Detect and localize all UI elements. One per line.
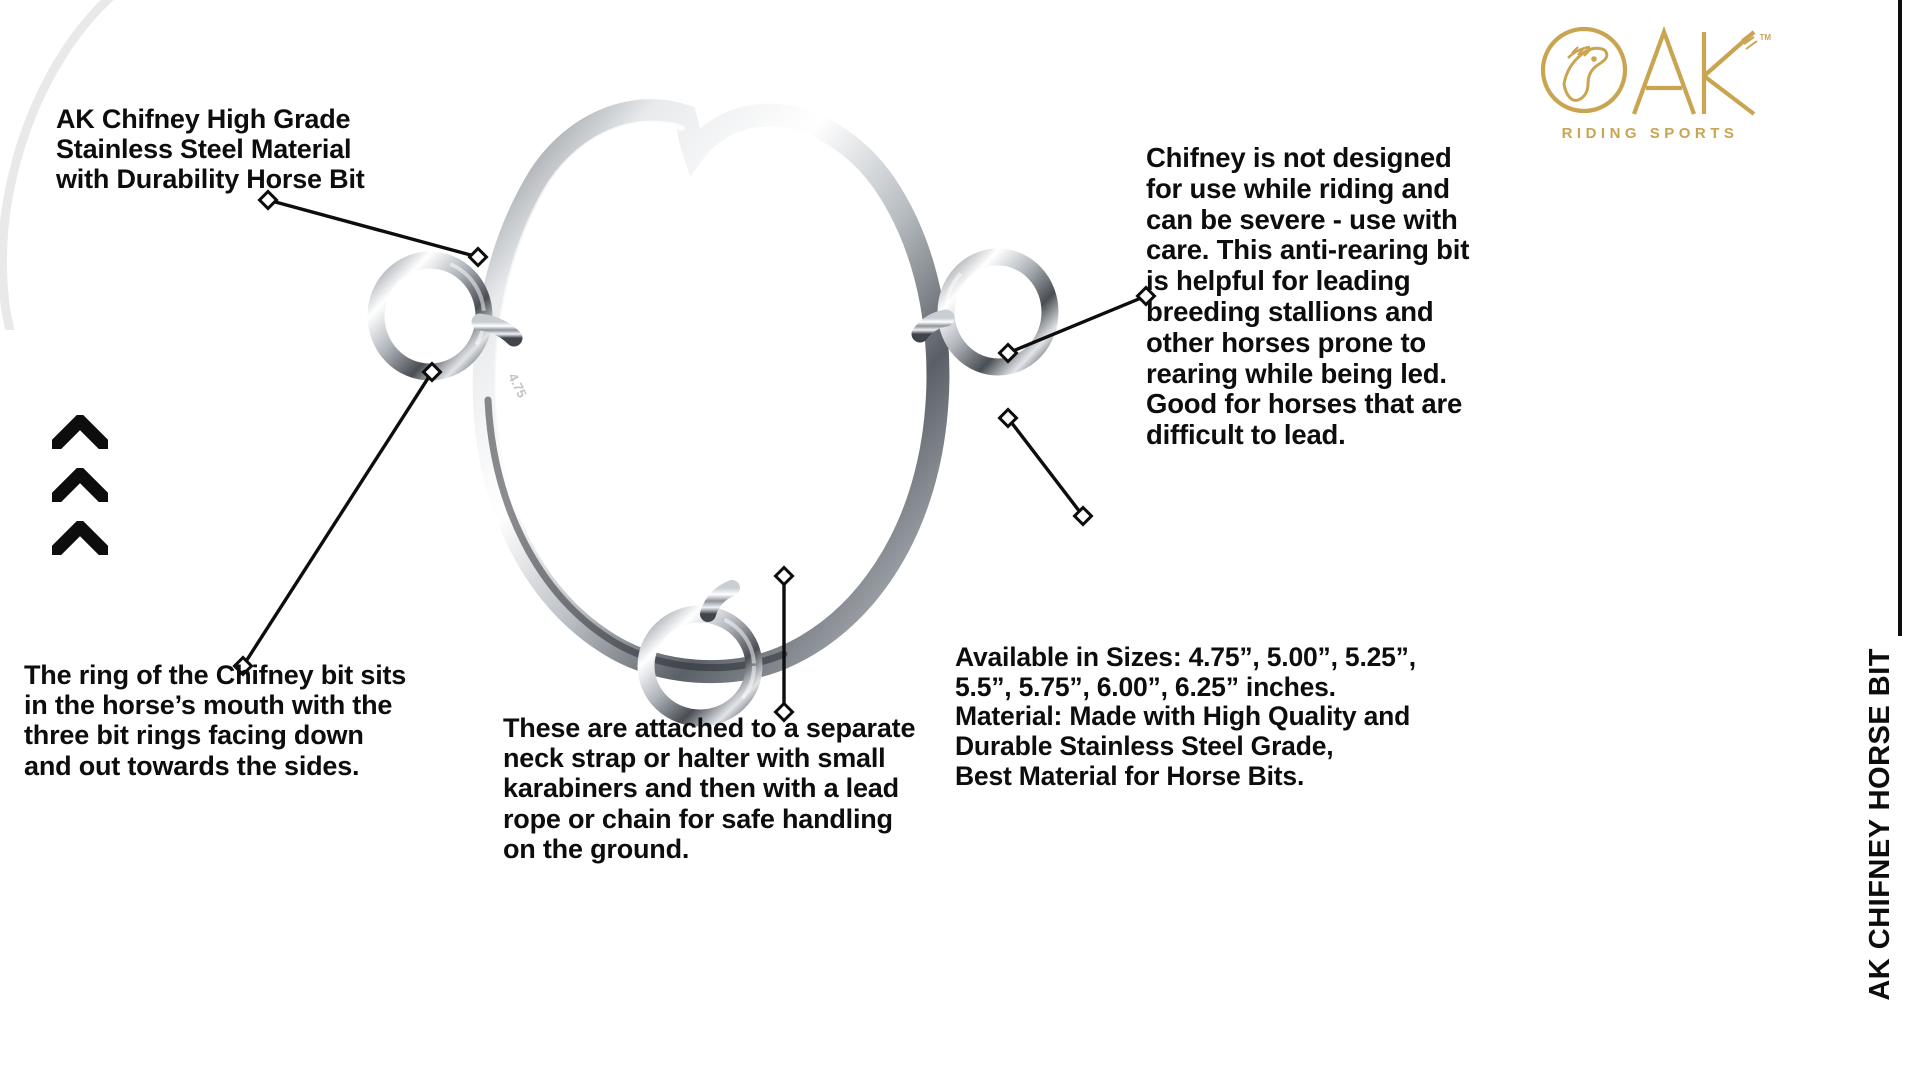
callout-ring-placement: The ring of the Chifney bit sits in the … (24, 660, 407, 781)
callout-attachment-usage: These are attached to a separate neck st… (503, 713, 916, 864)
side-label-wrap: AK CHIFNEY HORSE BIT (1860, 648, 1920, 1078)
chevron-up-icon (52, 468, 108, 502)
rail-divider-line (1898, 0, 1902, 636)
svg-text:4.75: 4.75 (505, 371, 530, 400)
callout-usage-warning: Chifney is not designed for use while ri… (1146, 142, 1470, 451)
chevron-up-icon (52, 415, 108, 449)
chevron-up-icon (52, 521, 108, 555)
logo-trademark: TM (1759, 33, 1771, 42)
chevron-group (52, 415, 142, 565)
side-label-text: AK CHIFNEY HORSE BIT (1864, 648, 1896, 1001)
logo-tagline: RIDING SPORTS (1562, 125, 1739, 142)
brand-logo-oak-riding-sports: TM RIDING SPORTS (1528, 22, 1773, 147)
callout-material-title: AK Chifney High Grade Stainless Steel Ma… (56, 104, 365, 195)
callout-sizes-material: Available in Sizes: 4.75”, 5.00”, 5.25”,… (955, 642, 1416, 791)
